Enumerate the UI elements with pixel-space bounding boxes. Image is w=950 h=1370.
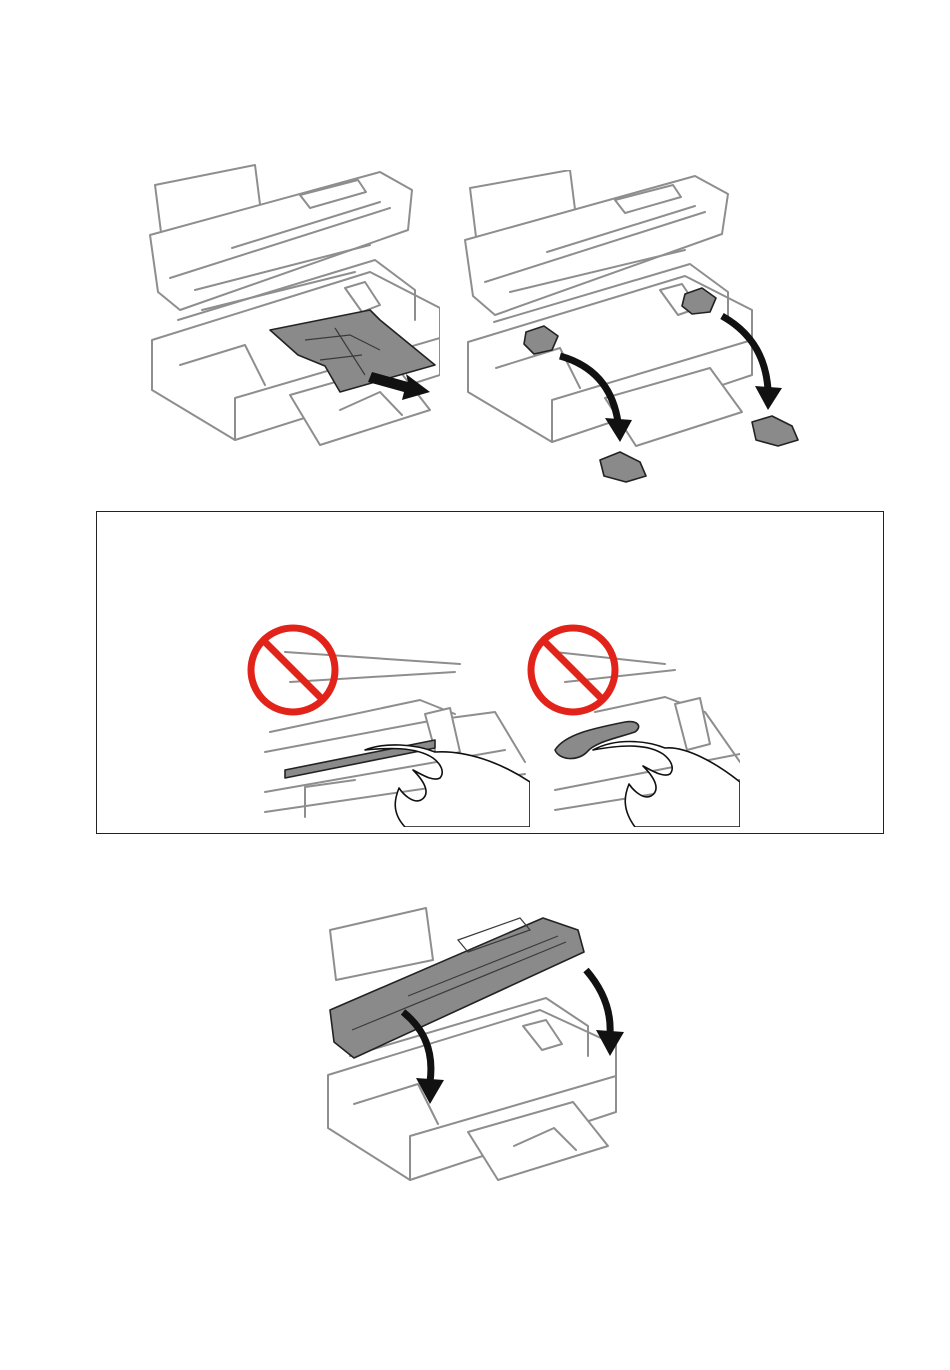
figure-do-not-touch-flat-cable <box>525 622 740 827</box>
caution-illustration <box>245 622 530 827</box>
figure-close-scanner-unit <box>318 900 628 1200</box>
caution-illustration <box>525 622 740 827</box>
printer-illustration <box>460 170 810 490</box>
figure-remove-jammed-paper <box>140 160 440 460</box>
printer-illustration <box>140 160 440 460</box>
printer-illustration <box>318 900 628 1200</box>
figure-remove-torn-pieces <box>460 170 810 490</box>
figure-do-not-touch-translucent-film <box>245 622 530 827</box>
